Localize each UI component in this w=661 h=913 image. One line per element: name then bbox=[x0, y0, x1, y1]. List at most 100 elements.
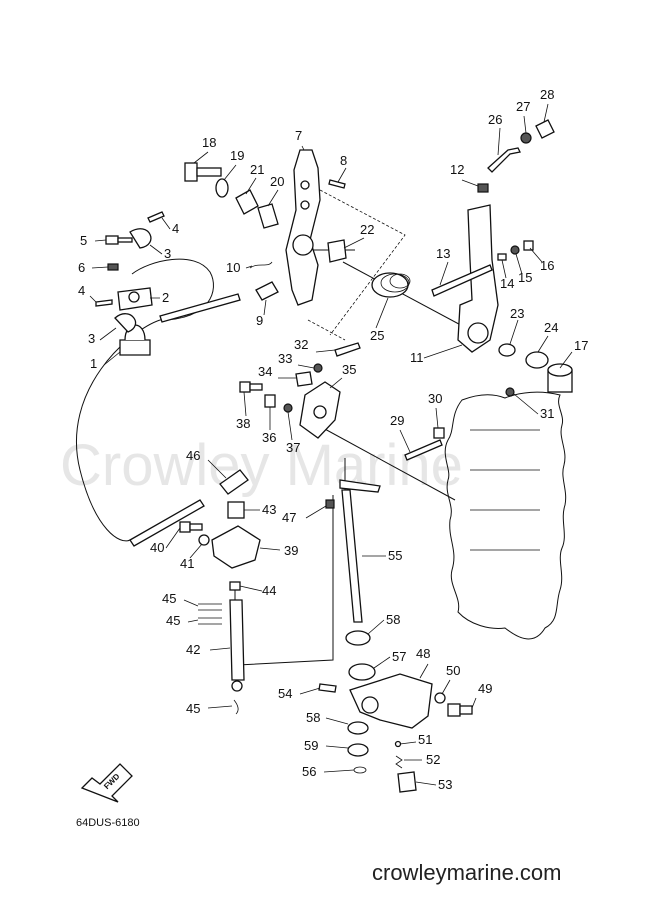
callout-48: 48 bbox=[416, 646, 430, 661]
callout-36: 36 bbox=[262, 430, 276, 445]
bolt-part-38 bbox=[239, 381, 263, 393]
callout-26: 26 bbox=[488, 112, 502, 127]
callout-3a: 3 bbox=[164, 246, 171, 261]
rod-part-26 bbox=[487, 147, 521, 173]
washer-part-58b bbox=[347, 721, 369, 735]
callout-2: 2 bbox=[162, 290, 169, 305]
callout-39: 39 bbox=[284, 543, 298, 558]
roller-part-17 bbox=[547, 363, 573, 393]
washer-part-15 bbox=[510, 245, 520, 255]
callout-17: 17 bbox=[574, 338, 588, 353]
footer-site-name: crowleymarine.com bbox=[372, 860, 562, 885]
callout-35: 35 bbox=[342, 362, 356, 377]
callout-56: 56 bbox=[302, 764, 316, 779]
seal-part-59 bbox=[347, 743, 369, 757]
bolt-part-40 bbox=[179, 521, 203, 533]
callout-45b: 45 bbox=[166, 613, 180, 628]
callout-59: 59 bbox=[304, 738, 318, 753]
cable-rod bbox=[159, 293, 241, 323]
callout-43: 43 bbox=[262, 502, 276, 517]
callout-19: 19 bbox=[230, 148, 244, 163]
callout-25: 25 bbox=[370, 328, 384, 343]
callout-51: 51 bbox=[418, 732, 432, 747]
nut-part-37 bbox=[283, 403, 293, 413]
callout-57: 57 bbox=[392, 649, 406, 664]
throttle-arm-part-7 bbox=[285, 149, 321, 306]
clip-part-10 bbox=[249, 261, 273, 269]
callout-5: 5 bbox=[80, 233, 87, 248]
callout-numbers: 1 2 3 3 4 4 5 6 7 8 9 10 11 12 13 14 15 … bbox=[78, 87, 588, 792]
bolt-part-18 bbox=[184, 162, 222, 182]
washer-part-50 bbox=[434, 692, 446, 704]
lever-part-11 bbox=[457, 204, 499, 353]
bolt-part-29 bbox=[404, 439, 443, 461]
callout-42: 42 bbox=[186, 642, 200, 657]
spring-part-25 bbox=[371, 272, 411, 298]
callout-50: 50 bbox=[446, 663, 460, 678]
shaft-part-55 bbox=[341, 489, 363, 623]
callout-41: 41 bbox=[180, 556, 194, 571]
clip-part-3a bbox=[129, 228, 152, 249]
screw-part-54 bbox=[318, 683, 337, 693]
callout-10: 10 bbox=[226, 260, 240, 275]
collar-part-43 bbox=[227, 501, 245, 519]
callout-53: 53 bbox=[438, 777, 452, 792]
callout-37: 37 bbox=[286, 440, 300, 455]
callout-45a: 45 bbox=[162, 591, 176, 606]
callout-14: 14 bbox=[500, 276, 514, 291]
callout-29: 29 bbox=[390, 413, 404, 428]
callout-13: 13 bbox=[436, 246, 450, 261]
cable-end-part-46 bbox=[219, 469, 249, 495]
callout-34: 34 bbox=[258, 364, 272, 379]
pin-part-45b bbox=[198, 617, 222, 625]
bracket-part-39 bbox=[211, 525, 261, 569]
callout-18: 18 bbox=[202, 135, 216, 150]
callout-leaders bbox=[89, 103, 573, 786]
washer-part-23 bbox=[498, 343, 516, 357]
cable-end-part-9 bbox=[255, 281, 279, 301]
callout-8: 8 bbox=[340, 153, 347, 168]
callout-55: 55 bbox=[388, 548, 402, 563]
callout-27: 27 bbox=[516, 99, 530, 114]
parts bbox=[95, 119, 573, 793]
callout-44: 44 bbox=[262, 583, 276, 598]
plug-part-53 bbox=[397, 771, 417, 793]
callout-1: 1 bbox=[90, 356, 97, 371]
engine-block-outline bbox=[444, 391, 567, 640]
callout-22: 22 bbox=[360, 222, 374, 237]
fwd-arrow-icon: FWD bbox=[80, 763, 133, 803]
callout-31: 31 bbox=[540, 406, 554, 421]
callout-21: 21 bbox=[250, 162, 264, 177]
bracket-part-48 bbox=[349, 673, 433, 729]
washer-part-41 bbox=[198, 534, 210, 546]
callout-46: 46 bbox=[186, 448, 200, 463]
nut-part-16 bbox=[523, 240, 534, 251]
joint-part-28 bbox=[535, 119, 555, 139]
nut-part-30 bbox=[433, 427, 445, 439]
diagram-code: 64DUS-6180 bbox=[76, 817, 140, 829]
callout-4a: 4 bbox=[172, 221, 179, 236]
callout-4b: 4 bbox=[78, 283, 85, 298]
washer-part-58a bbox=[345, 630, 371, 646]
pin-part-4b bbox=[95, 299, 113, 307]
bolt-part-5 bbox=[105, 235, 133, 245]
callout-38: 38 bbox=[236, 416, 250, 431]
ball-part-51 bbox=[394, 740, 402, 748]
callout-33: 33 bbox=[278, 351, 292, 366]
clamp-part-1 bbox=[119, 339, 151, 356]
collar-part-21 bbox=[235, 189, 259, 215]
bolt-part-49 bbox=[447, 703, 473, 717]
callout-52: 52 bbox=[426, 752, 440, 767]
ring-part-56 bbox=[353, 766, 367, 774]
callout-6: 6 bbox=[78, 260, 85, 275]
nut-part-27 bbox=[520, 132, 532, 144]
callout-30: 30 bbox=[428, 391, 442, 406]
pin-part-45c bbox=[233, 699, 239, 715]
clip-part-3b bbox=[114, 313, 136, 333]
callout-11: 11 bbox=[410, 350, 424, 365]
bolt-part-13 bbox=[431, 264, 493, 297]
watermark-text: Crowley Marine bbox=[60, 433, 463, 498]
link-rod-part-42 bbox=[229, 599, 245, 681]
spring-part-52 bbox=[395, 755, 403, 769]
